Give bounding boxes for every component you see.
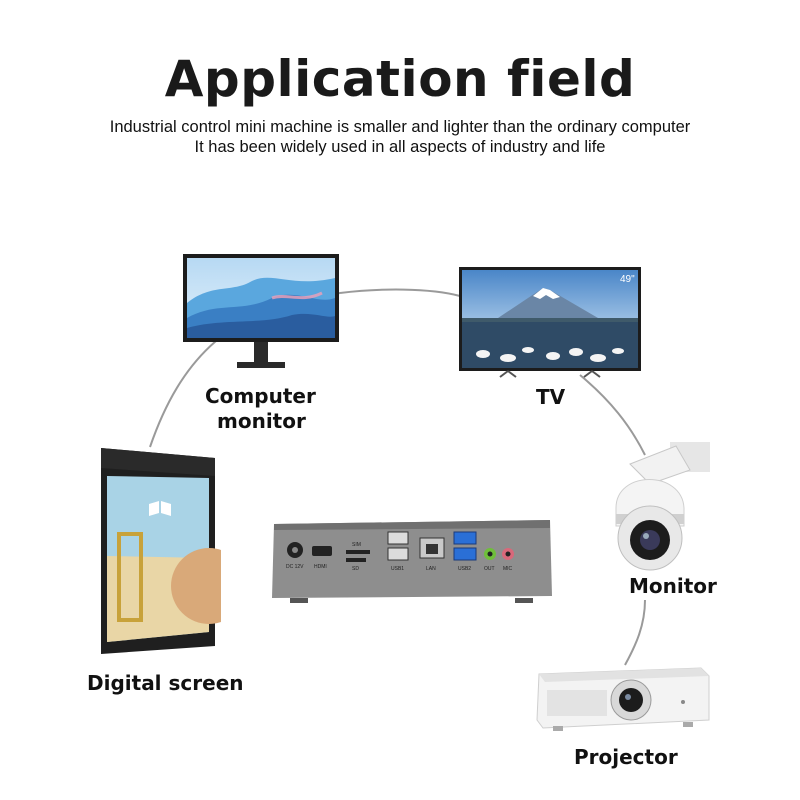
port-label-usb2: USB2	[458, 566, 471, 572]
computer-monitor-image	[183, 254, 339, 368]
tv-image: 49"	[459, 267, 641, 378]
port-label-mic: MIC	[503, 566, 513, 572]
projector-image	[536, 667, 710, 731]
mini-pc-image: DC 12V HDMI SIM SD USB1 LAN USB2 OUT MIC	[272, 520, 552, 603]
tv-label: TV	[536, 385, 566, 409]
port-label-hdmi: HDMI	[314, 564, 327, 570]
port-label-sim: SIM	[352, 542, 361, 548]
port-label-out: OUT	[484, 566, 495, 572]
computer-monitor-label-2: monitor	[217, 409, 306, 433]
page-title: Application field	[164, 50, 636, 108]
projector-label: Projector	[574, 745, 678, 769]
port-label-usb1: USB1	[391, 566, 404, 572]
port-label-dc: DC 12V	[286, 564, 304, 570]
security-camera-image	[615, 442, 710, 571]
digital-screen-label: Digital screen	[87, 671, 244, 695]
digital-screen-image	[101, 448, 221, 654]
monitor-label: Monitor	[629, 574, 717, 598]
subtitle-line-1: Industrial control mini machine is small…	[109, 118, 691, 136]
tv-size-badge: 49"	[620, 274, 635, 285]
subtitle-line-2: It has been widely used in all aspects o…	[194, 138, 606, 156]
port-label-sd: SD	[352, 566, 359, 572]
port-label-lan: LAN	[426, 566, 436, 572]
computer-monitor-label-1: Computer	[205, 384, 316, 408]
